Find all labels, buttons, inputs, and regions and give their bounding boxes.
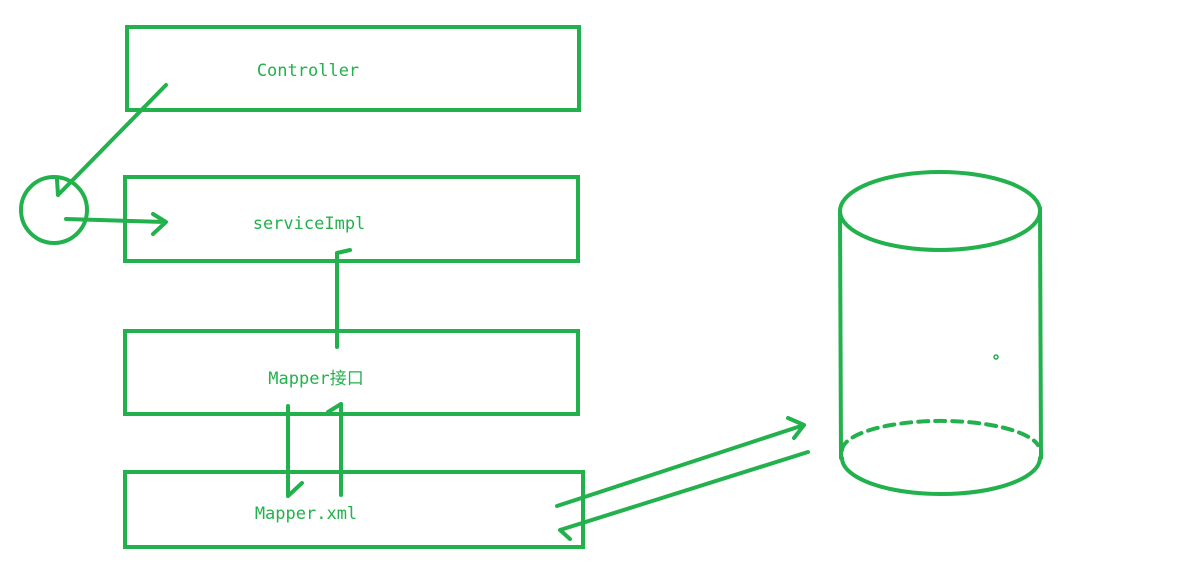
controller-to-circle-line	[55, 83, 168, 197]
service-impl-layer: serviceImpl	[123, 175, 580, 263]
xml-to-database-arrow	[555, 416, 806, 508]
circle-node-icon	[19, 83, 168, 245]
mapper-interface-layer: Mapper接口	[123, 329, 580, 416]
database-cylinder-icon	[838, 170, 1043, 496]
database-left-side	[838, 209, 843, 460]
database-to-xml-arrow	[558, 450, 810, 541]
mapper-to-service-arrow	[335, 248, 352, 349]
database-dot	[993, 354, 999, 360]
mapper-xml-box	[123, 470, 585, 549]
service-impl-label: serviceImpl	[253, 214, 366, 234]
mapper-interface-box	[123, 329, 580, 416]
controller-box	[125, 25, 581, 112]
mapper-xml-layer: Mapper.xml	[123, 470, 585, 549]
mapper-xml-label: Mapper.xml	[255, 504, 357, 524]
database-top	[838, 170, 1042, 252]
mapper-interface-label: Mapper接口	[268, 369, 363, 389]
interface-to-xml-arrow	[286, 404, 304, 498]
xml-to-interface-arrow	[326, 402, 343, 497]
database-bottom-front	[840, 456, 1042, 496]
proxy-circle	[19, 175, 89, 245]
controller-label: Controller	[257, 61, 359, 81]
database-right-side	[1038, 206, 1043, 460]
database-bottom-back	[840, 418, 1040, 452]
circle-to-service-arrow	[64, 212, 168, 236]
controller-layer: Controller	[125, 25, 581, 112]
